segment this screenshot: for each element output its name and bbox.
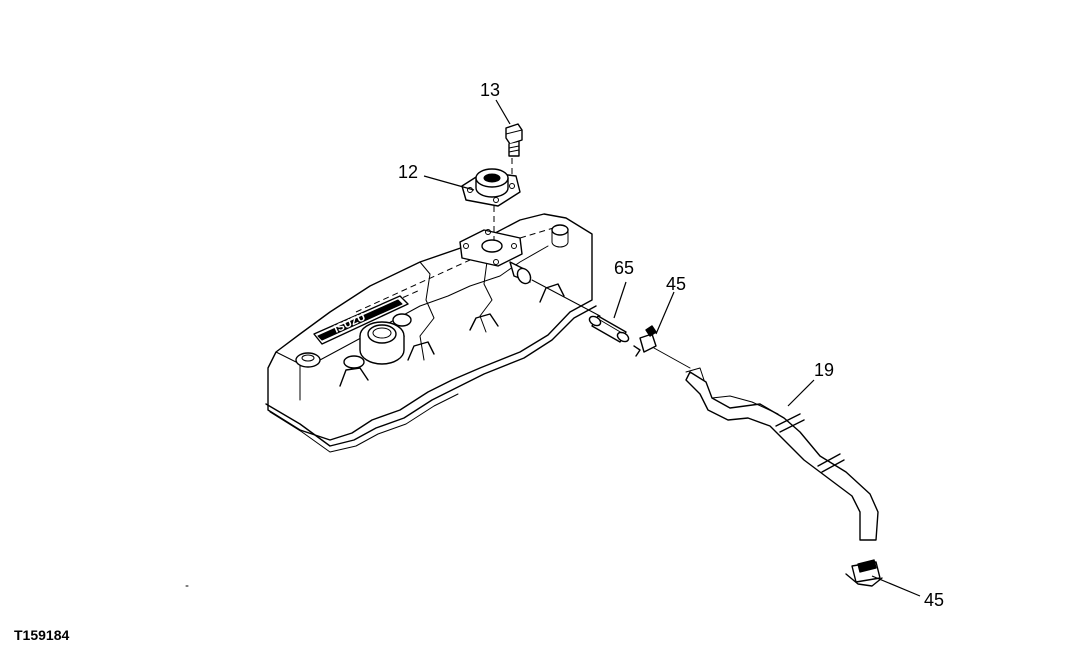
hose-clamp-lower-part-45 (845, 559, 883, 587)
callout-19: 19 (814, 360, 834, 380)
valve-cover: ISUZU (265, 213, 597, 453)
callout-45-top: 45 (666, 274, 686, 294)
callout-12: 12 (398, 162, 418, 182)
leader-12 (423, 175, 475, 191)
assembly-line-clamp (653, 347, 691, 369)
leader-45-bottom (871, 575, 921, 597)
bolt-part-13 (505, 123, 523, 157)
breather-cap-part-12 (461, 168, 521, 207)
hose-clamp-upper-part-45 (633, 325, 657, 357)
breather-outlet-nipple (509, 261, 532, 285)
leader-65 (613, 281, 627, 319)
connector-tube-part-65 (588, 315, 630, 343)
leader-13 (495, 99, 511, 125)
callout-45-bottom: 45 (924, 590, 944, 610)
leader-19 (787, 379, 815, 407)
breather-base-pad (459, 229, 523, 267)
oil-filler-neck (359, 321, 405, 365)
figure-id: T159184 (14, 627, 69, 643)
breather-hose-part-19 (685, 367, 879, 541)
callout-13: 13 (480, 80, 500, 100)
callout-65: 65 (614, 258, 634, 278)
leader-45-top (655, 291, 675, 335)
assembly-line-hose (531, 279, 601, 317)
